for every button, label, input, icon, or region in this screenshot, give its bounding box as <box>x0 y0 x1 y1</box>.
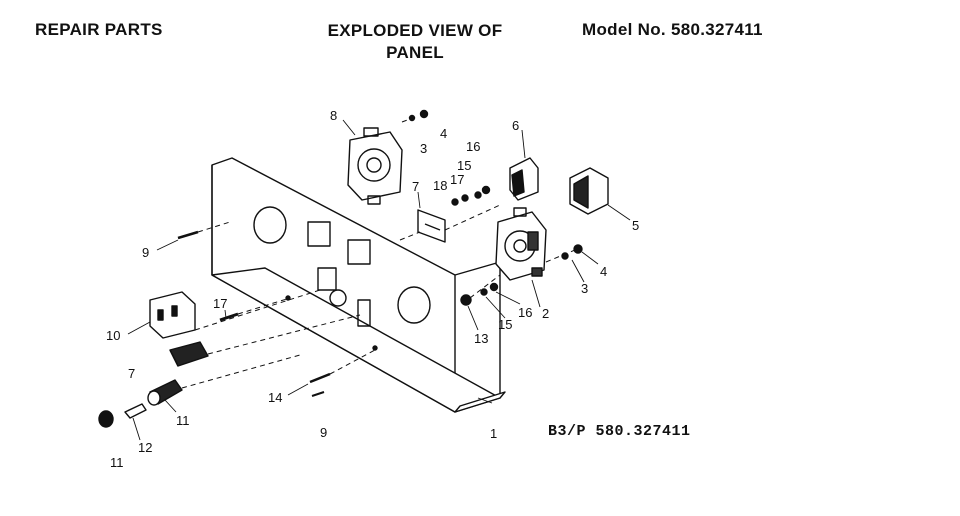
callout-5: 5 <box>632 218 639 233</box>
callout-14: 14 <box>268 390 282 405</box>
callout-11-bottom: 11 <box>110 455 124 470</box>
breaker-part-6 <box>509 157 539 201</box>
callout-12: 12 <box>138 440 152 455</box>
callout-17-top: 17 <box>450 172 464 187</box>
callout-1: 1 <box>490 426 497 441</box>
fuse-holder-part-11 <box>98 379 183 428</box>
header-model-number: Model No. 580.327411 <box>582 20 763 39</box>
callout-3-top: 3 <box>420 141 427 156</box>
callout-9-left: 9 <box>142 245 149 260</box>
callout-leader-lines <box>127 119 631 441</box>
diagram-reference-code: B3/P 580.327411 <box>548 423 691 440</box>
outlet-part-10 <box>149 291 196 339</box>
callout-16-bottom: 16 <box>518 305 532 320</box>
callout-9-bottom: 9 <box>320 425 327 440</box>
callout-7-lower: 7 <box>128 366 135 381</box>
callout-11-right: 11 <box>176 413 190 428</box>
header-title-line2: PANEL <box>386 43 444 62</box>
receptacle-part-8 <box>347 127 403 205</box>
callout-4-right: 4 <box>600 264 607 279</box>
callout-17-left: 17 <box>213 296 227 311</box>
callout-7-upper: 7 <box>412 179 419 194</box>
header-title-line1: EXPLODED VIEW OF <box>327 21 503 40</box>
callout-18: 18 <box>433 178 447 193</box>
bracket-part-7 <box>417 209 446 243</box>
callout-labels: 1 2 3 3 4 4 5 6 7 7 8 9 9 10 11 11 12 13… <box>106 108 639 470</box>
terminal-strip-part-7 <box>169 341 209 367</box>
callout-16-top: 16 <box>466 139 480 154</box>
callout-13: 13 <box>474 331 488 346</box>
receptacle-part-2 <box>495 207 547 281</box>
callout-15-bottom: 15 <box>498 317 512 332</box>
callout-10: 10 <box>106 328 120 343</box>
header-title: EXPLODED VIEW OF PANEL <box>290 20 540 64</box>
callout-4-top: 4 <box>440 126 447 141</box>
callout-3-right: 3 <box>581 281 588 296</box>
assembly-dash-lines <box>181 118 576 389</box>
callout-6: 6 <box>512 118 519 133</box>
header-repair-parts: REPAIR PARTS <box>35 20 163 39</box>
callout-8: 8 <box>330 108 337 123</box>
hardware-screws <box>177 109 583 397</box>
callout-2: 2 <box>542 306 549 321</box>
transformer-part-5 <box>569 167 609 215</box>
callout-15-top: 15 <box>457 158 471 173</box>
